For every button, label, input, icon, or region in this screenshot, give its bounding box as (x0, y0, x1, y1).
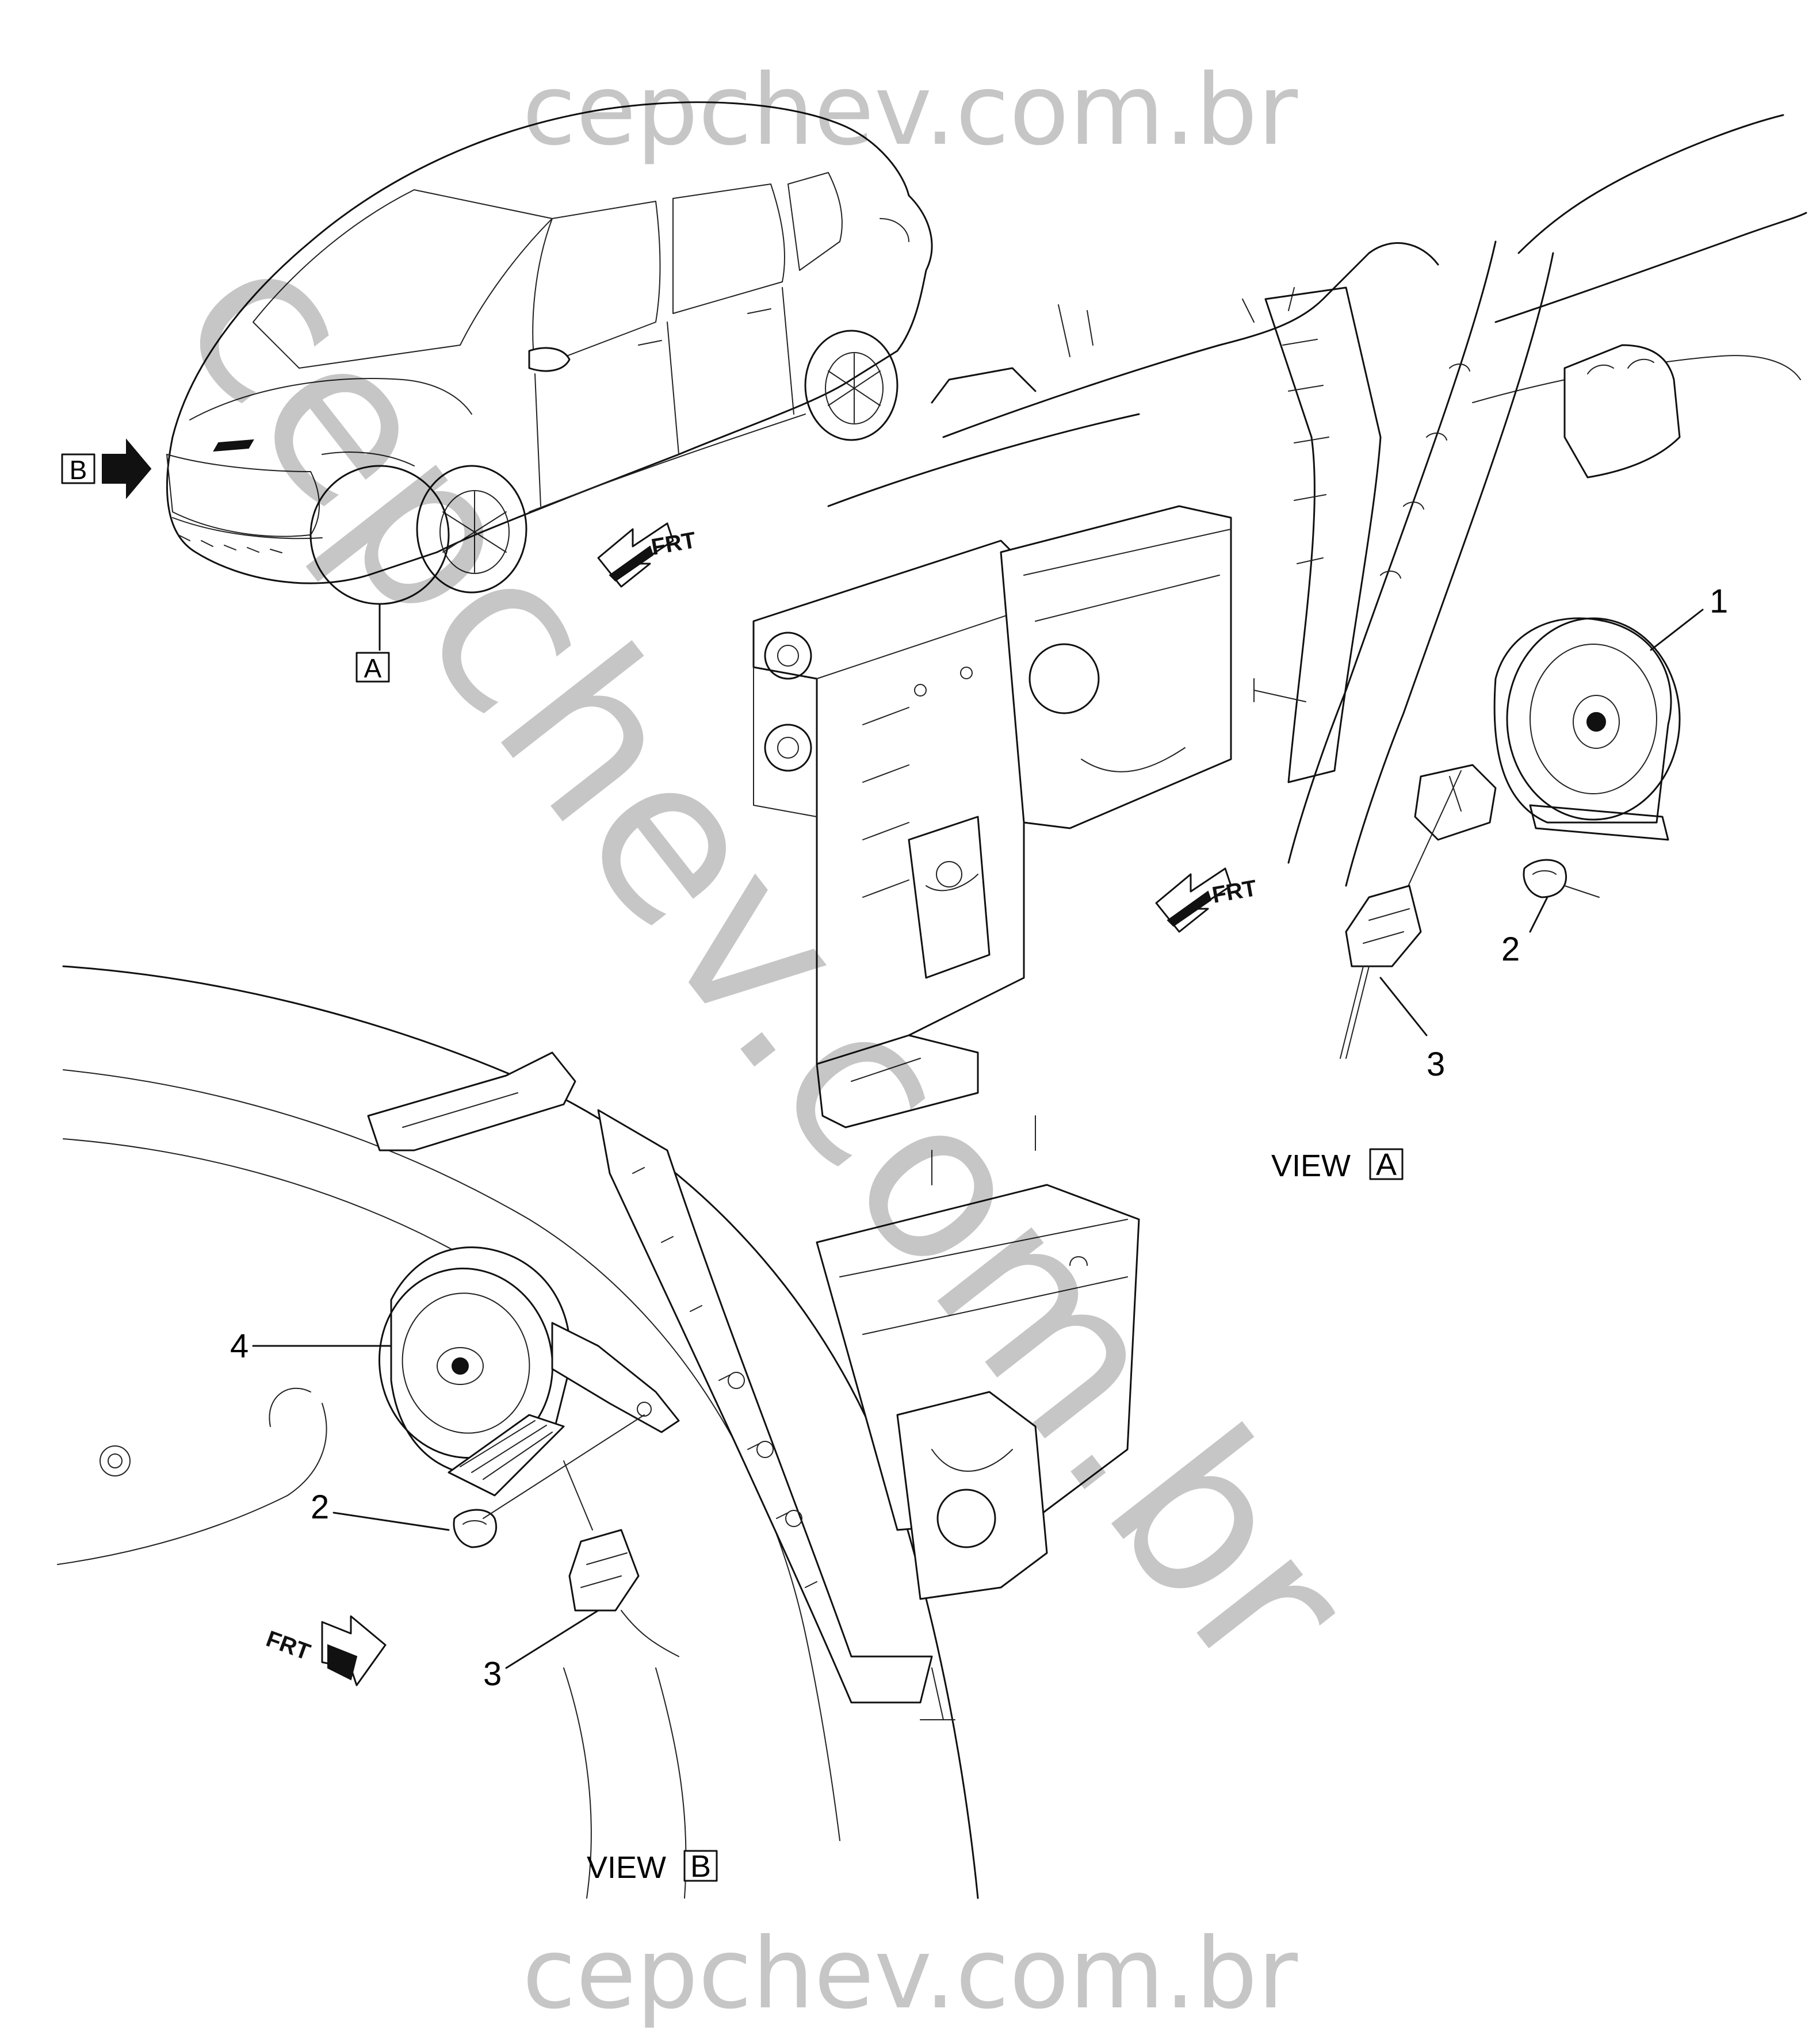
horn-1 (1414, 617, 1681, 841)
watermark-top: cepchev.com.br (522, 53, 1298, 167)
view-b-assembly (57, 965, 1140, 1899)
vehicle-overview: A B (61, 101, 933, 683)
view-a-letter: A (1376, 1147, 1397, 1182)
callout-3-a: 3 (1427, 1046, 1445, 1083)
view-a-assembly (752, 114, 1807, 1128)
marker-a-letter: A (364, 653, 382, 683)
frt-arrow-view-b: FRT (263, 1615, 387, 1686)
marker-b-letter: B (70, 455, 87, 485)
frt-arrow-car: FRT (597, 522, 698, 588)
view-b-arrow-icon (102, 438, 152, 499)
callout-3-b: 3 (483, 1655, 502, 1693)
marker-box-b (61, 453, 95, 484)
view-b-label: VIEW (587, 1850, 666, 1885)
marker-box-a (355, 652, 390, 683)
connector-3-a (1340, 770, 1462, 1059)
callout-1: 1 (1710, 583, 1728, 620)
view-a-box (1369, 1148, 1404, 1180)
watermark-bottom: cepchev.com.br (522, 1917, 1298, 2031)
view-a-label: VIEW (1271, 1149, 1351, 1183)
frt-arrow-view-a: FRT (1155, 867, 1259, 933)
callout-4: 4 (230, 1327, 248, 1365)
frt-label-view-b: FRT (263, 1626, 313, 1665)
view-b-letter: B (690, 1849, 711, 1884)
view-b-box (683, 1850, 718, 1882)
callout-2-b: 2 (311, 1489, 329, 1526)
horn-4 (378, 1246, 680, 1497)
callout-2-a: 2 (1501, 931, 1520, 968)
connector-3-b (563, 1460, 679, 1657)
fastener-2-b (453, 1414, 645, 1548)
fastener-2-a (1523, 859, 1600, 898)
